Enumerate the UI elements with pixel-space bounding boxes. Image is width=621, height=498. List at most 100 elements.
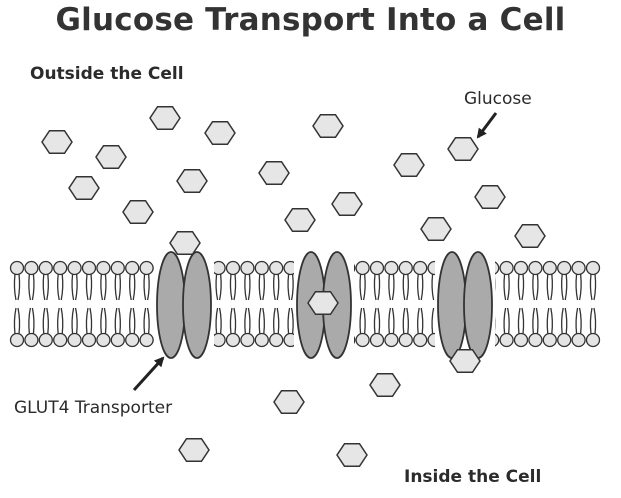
phospholipid-pair: [24, 260, 39, 348]
lipid-head-inner: [125, 332, 140, 348]
phospholipid-pair: [81, 260, 97, 348]
phospholipid-pair: [96, 260, 111, 348]
phospholipid-pair: [542, 260, 557, 348]
lipid-head-inner: [81, 332, 97, 348]
lipid-head-inner: [384, 332, 399, 348]
glucose-molecule: [149, 105, 181, 131]
lipid-head-inner: [24, 332, 39, 348]
lipid-head-outer: [125, 260, 140, 276]
lipid-head-inner: [499, 332, 514, 348]
lipid-head-inner: [96, 332, 111, 348]
glucose-molecule: [68, 175, 100, 201]
lipid-head-outer: [355, 260, 370, 276]
glucose-molecule: [393, 152, 425, 178]
outside-cell-label: Outside the Cell: [30, 64, 184, 84]
lipid-head-inner: [542, 332, 557, 348]
lipid-head-inner: [528, 332, 543, 348]
phospholipid-pair: [139, 260, 154, 348]
glucose-molecule: [331, 191, 363, 217]
lipid-head-inner: [557, 332, 572, 348]
lipid-head-inner: [110, 332, 125, 348]
lipid-head-outer: [557, 260, 572, 276]
glucose-molecule: [41, 129, 73, 155]
lipid-head-outer: [269, 260, 284, 276]
glucose-molecule: [95, 144, 127, 170]
glucose-molecule: [336, 442, 368, 468]
lipid-head-outer: [542, 260, 557, 276]
lipid-head-outer: [571, 260, 586, 276]
glucose-molecule: [447, 136, 479, 162]
glut4-transporter-label: GLUT4 Transporter: [14, 398, 173, 418]
lipid-head-outer: [254, 260, 269, 276]
glucose-molecule: [449, 348, 481, 374]
glucose-label: Glucose: [464, 89, 532, 109]
phospholipid-pair: [528, 260, 543, 348]
phospholipid-pair: [225, 260, 241, 348]
inside-cell-label: Inside the Cell: [404, 467, 542, 487]
lipid-head-outer: [369, 260, 385, 276]
lipid-head-inner: [398, 332, 413, 348]
lipid-head-outer: [384, 260, 399, 276]
lipid-head-outer: [139, 260, 154, 276]
glucose-molecule: [284, 207, 316, 233]
lipid-head-inner: [254, 332, 269, 348]
glucose-molecule: [258, 160, 290, 186]
glut4-transporter: [154, 251, 214, 359]
lipid-head-outer: [96, 260, 111, 276]
glucose-group: [41, 105, 546, 468]
phospholipid-pair: [571, 260, 586, 348]
lipid-head-outer: [81, 260, 97, 276]
phospholipid-pair: [413, 260, 428, 348]
lipid-head-inner: [413, 332, 428, 348]
glucose-molecule: [204, 120, 236, 146]
lipid-head-outer: [67, 260, 82, 276]
glucose-molecule: [178, 437, 210, 463]
lipid-head-outer: [9, 260, 25, 276]
lipid-head-inner: [513, 332, 529, 348]
lipid-head-outer: [38, 260, 53, 276]
lipid-head-inner: [240, 332, 255, 348]
phospholipid-pair: [254, 260, 269, 348]
transporter-group: [154, 251, 495, 359]
phospholipid-pair: [211, 260, 226, 348]
glucose-molecule: [312, 113, 344, 139]
lipid-head-outer: [225, 260, 241, 276]
lipid-head-outer: [585, 260, 601, 276]
lipid-head-inner: [38, 332, 53, 348]
phospholipid-pair: [398, 260, 413, 348]
transporter-pointer-arrow: [132, 356, 165, 392]
phospholipid-pair: [125, 260, 140, 348]
lipid-head-inner: [269, 332, 284, 348]
phospholipid-pair: [67, 260, 82, 348]
lipid-head-outer: [53, 260, 68, 276]
phospholipid-pair: [384, 260, 399, 348]
lipid-head-outer: [240, 260, 255, 276]
glut4-transporter: [435, 251, 495, 359]
phospholipid-pair: [9, 260, 25, 348]
lipid-head-outer: [528, 260, 543, 276]
phospholipid-pair: [269, 260, 284, 348]
lipid-head-inner: [355, 332, 370, 348]
lipid-head-inner: [211, 332, 226, 348]
transporter-subunit: [156, 251, 186, 359]
glucose-molecule: [474, 184, 506, 210]
glucose-molecule: [369, 372, 401, 398]
glucose-molecule: [420, 216, 452, 242]
phospholipid-pair: [240, 260, 255, 348]
phospholipid-pair: [585, 260, 601, 348]
lipid-head-outer: [398, 260, 413, 276]
diagram-title: Glucose Transport Into a Cell: [55, 2, 566, 38]
lipid-head-outer: [110, 260, 125, 276]
phospholipid-pair: [283, 260, 298, 348]
glucose-molecule: [273, 389, 305, 415]
phospholipid-pair: [499, 260, 514, 348]
lipid-head-outer: [24, 260, 39, 276]
phospholipid-pair: [53, 260, 68, 348]
glucose-molecule: [514, 223, 546, 249]
lipid-head-outer: [211, 260, 226, 276]
phospholipid-pair: [369, 260, 385, 348]
phospholipid-pair: [557, 260, 572, 348]
transporter-subunit: [437, 251, 467, 359]
